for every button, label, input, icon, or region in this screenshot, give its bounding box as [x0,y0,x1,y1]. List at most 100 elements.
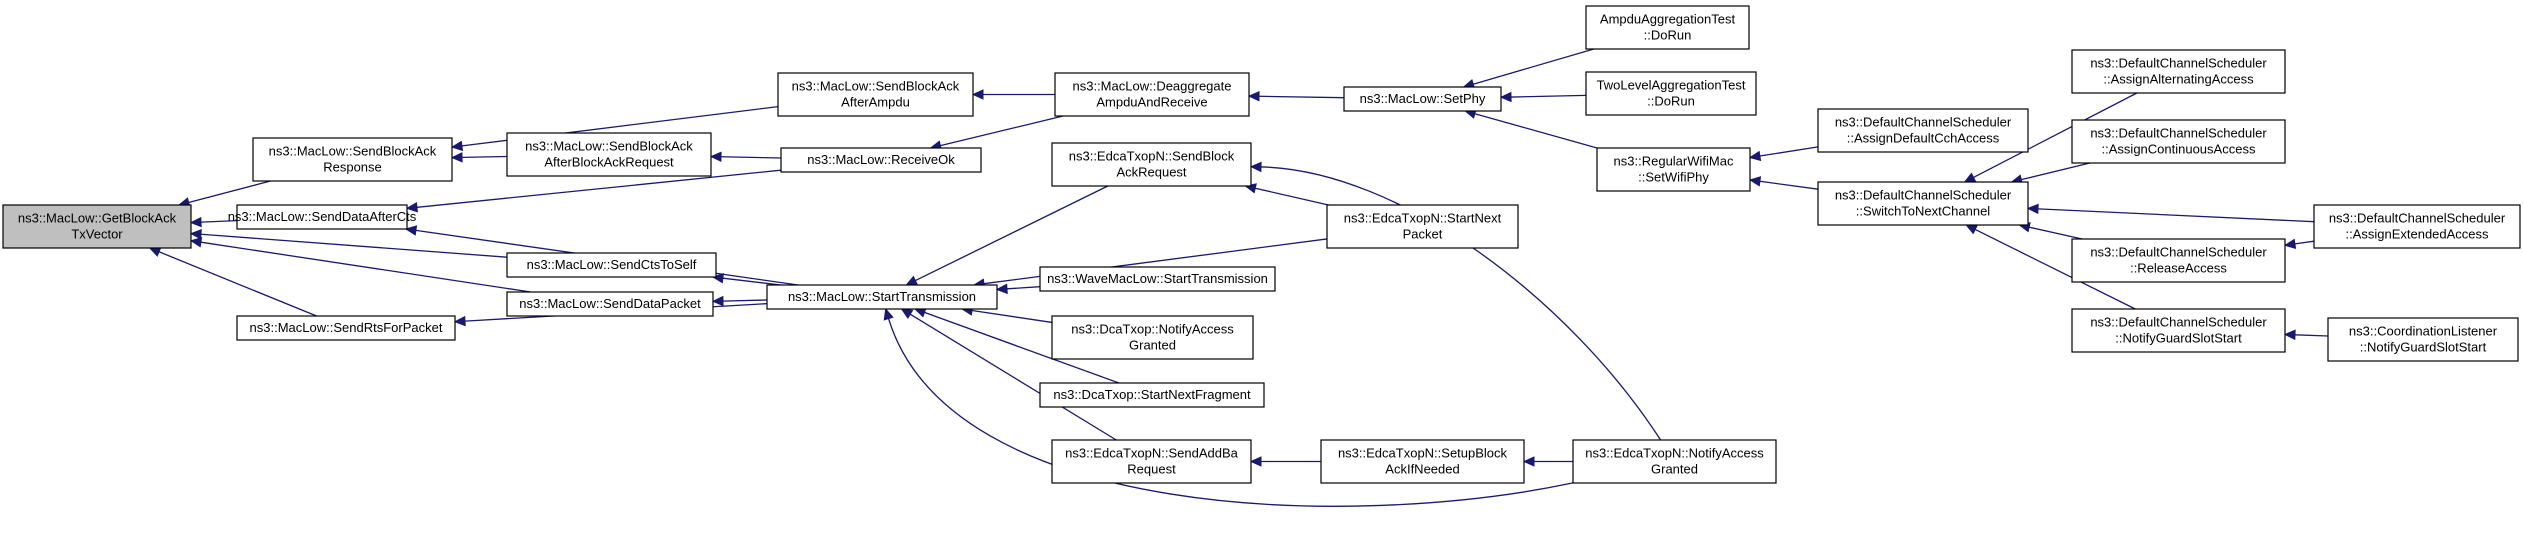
edge-dar-to-sbaa [971,89,1056,100]
edge-line [915,185,1109,282]
node-adcch[interactable]: ns3::DefaultChannelScheduler::AssignDefa… [1817,108,2029,153]
node-box [766,284,998,310]
edge-aext-to-stnc [2026,203,2315,223]
arrowhead-icon [189,237,203,248]
edge-sdac-to-root [189,216,238,228]
node-box [1320,439,1525,484]
arrowhead-icon [148,247,162,257]
node-aalt[interactable]: ns3::DefaultChannelScheduler::AssignAlte… [2071,49,2286,94]
node-sdac[interactable]: ns3::MacLow::SendDataAfterCts [228,204,417,230]
node-cl[interactable]: ns3::CoordinationListener::NotifyGuardSl… [2327,317,2519,362]
edge-line [909,313,1117,441]
node-box [1585,71,1757,116]
edge-wave-to-st [995,283,1041,295]
edge-srts-to-root [148,247,317,317]
node-box [252,137,453,182]
node-label-line: ns3::MacLow::SendBlockAck [792,79,960,94]
node-stnc[interactable]: ns3::DefaultChannelScheduler::SwitchToNe… [1817,181,2029,226]
edge-line [1258,95,1345,99]
edge-st-to-scts [711,272,781,286]
edge-line [1255,187,1329,206]
edge-line [1260,166,1662,441]
node-label-line: ns3::EdcaTxopN::SendBlock [1069,149,1235,164]
edge-setphy-to-dar [1247,91,1345,102]
node-label-line: ns3::DefaultChannelScheduler [1835,115,2012,130]
node-label-line: ns3::MacLow::SendRtsForPacket [250,320,443,335]
node-label-line: AmpduAndReceive [1096,95,1207,110]
node-ampdu[interactable]: AmpduAggregationTest::DoRun [1585,5,1750,50]
node-dcsnf[interactable]: ns3::DcaTxop::StartNextFragment [1039,382,1265,408]
node-aext[interactable]: ns3::DefaultChannelScheduler::AssignExte… [2313,204,2521,249]
node-rwm[interactable]: ns3::RegularWifiMac::SetWifiPhy [1596,147,1751,192]
node-box [2071,238,2286,283]
edge-line [2294,334,2329,337]
node-twol[interactable]: TwoLevelAggregationTest::DoRun [1585,71,1757,116]
edge-line [971,309,1053,324]
node-box [2071,308,2286,353]
node-label-line: ns3::DefaultChannelScheduler [2329,211,2506,226]
arrowhead-icon [450,140,464,152]
node-ngss[interactable]: ns3::DefaultChannelScheduler::NotifyGuar… [2071,308,2286,353]
node-sbab[interactable]: ns3::MacLow::SendBlockAckAfterBlockAckRe… [506,132,712,177]
edge-line [1510,94,1587,98]
edge-line [461,105,779,147]
node-label-line: ::NotifyGuardSlotStart [2115,331,2242,346]
edge-line [1759,180,1819,190]
node-box [506,252,717,278]
arrowhead-icon [2026,203,2039,215]
node-box [777,72,974,117]
node-rel[interactable]: ns3::DefaultChannelScheduler::ReleaseAcc… [2071,238,2286,283]
node-label-line: AmpduAggregationTest [1600,12,1736,27]
arrowhead-icon [1499,91,1512,103]
node-label-line: AfterAmpdu [841,95,910,110]
node-wave[interactable]: ns3::WaveMacLow::StartTransmission [1039,266,1276,292]
edge-line [887,318,1574,507]
edge-line [1759,146,1819,157]
node-box [1326,204,1519,249]
arrowhead-icon [1748,176,1762,187]
node-label-line: ::SetWifiPhy [1638,170,1709,185]
node-setphy[interactable]: ns3::MacLow::SetPhy [1343,86,1502,112]
node-box [1817,108,2029,153]
arrowhead-icon [189,229,202,240]
node-srts[interactable]: ns3::MacLow::SendRtsForPacket [236,315,456,341]
edge-dar-to-rok [929,115,1064,151]
arrowhead-icon [1963,172,1977,183]
node-label-line: ns3::MacLow::GetBlockAck [18,211,177,226]
edge-line [200,233,508,258]
node-st[interactable]: ns3::MacLow::StartTransmission [766,284,998,310]
edge-adcch-to-rwm [1748,146,1819,162]
node-label-line: ::SwitchToNextChannel [1856,204,1991,219]
node-box [1817,181,2029,226]
edge-line [200,219,238,223]
node-rok[interactable]: ns3::MacLow::ReceiveOk [780,147,982,173]
edge-line [2021,162,2091,181]
edge-line [158,251,317,317]
edge-line [2294,240,2315,245]
node-box [236,204,408,230]
node-label-line: ns3::DefaultChannelScheduler [2090,245,2267,260]
node-label-line: ns3::MacLow::SendDataAfterCts [228,209,417,224]
node-box [2313,204,2521,249]
edges-layer [148,48,2329,507]
edge-line [1974,228,2136,310]
node-sdp[interactable]: ns3::MacLow::SendDataPacket [506,291,714,317]
node-label-line: ::ReleaseAccess [2130,261,2227,276]
node-acont[interactable]: ns3::DefaultChannelScheduler::AssignCont… [2071,119,2286,164]
node-scts[interactable]: ns3::MacLow::SendCtsToSelf [506,252,717,278]
edge-sbar-to-root [177,180,271,208]
arrowhead-icon [709,151,722,163]
node-label-line: ns3::MacLow::StartTransmission [788,289,976,304]
node-label-line: ns3::DcaTxop::NotifyAccess [1071,322,1234,337]
